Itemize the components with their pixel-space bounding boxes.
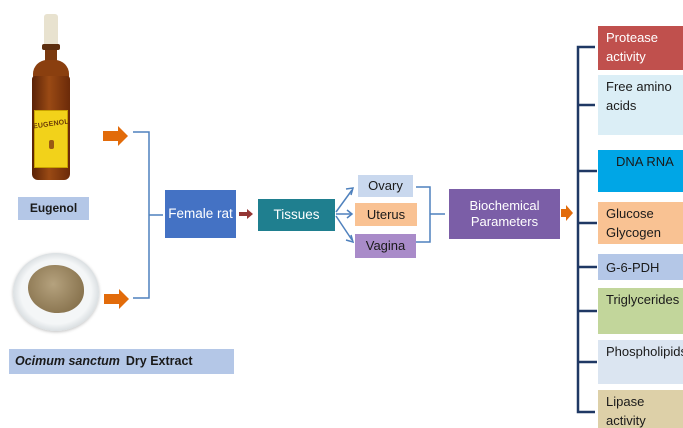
- param-triglycerides: Triglycerides: [598, 288, 683, 334]
- ocimum-label: Ocimum sanctum Dry Extract: [9, 349, 234, 374]
- ocimum-powder-image: [13, 253, 99, 331]
- param-lipase-activity: Lipase activity: [598, 390, 683, 428]
- rat-to-tissues-arrow: [239, 209, 253, 219]
- organs-bracket: [416, 186, 445, 243]
- biochem-arrow: [561, 205, 573, 221]
- param-glucose-glycogen: Glucose Glycogen: [598, 202, 683, 244]
- to-vagina-connector: [335, 215, 353, 241]
- eugenol-label: Eugenol: [18, 197, 89, 220]
- to-ovary-connector: [335, 189, 353, 213]
- vagina-box: Vagina: [355, 234, 416, 258]
- inputs-bracket: [133, 131, 163, 299]
- param-free-amino-acids: Free amino acids: [598, 75, 683, 135]
- param-phospholipids: Phospholipids: [598, 340, 683, 384]
- bottle-label-text: EUGENOL: [32, 118, 70, 131]
- param-dna-rna: DNA RNA: [598, 150, 683, 192]
- female-rat-box: Female rat: [165, 190, 236, 238]
- bottle-label: EUGENOL: [32, 110, 70, 168]
- tissues-box: Tissues: [258, 199, 335, 231]
- ocimum-arrow: [104, 289, 129, 309]
- biochemical-parameters-box: Biochemical Parameters: [449, 189, 560, 239]
- param-g6pdh: G-6-PDH: [598, 254, 683, 280]
- uterus-box: Uterus: [355, 203, 417, 226]
- ocimum-extract-text: Dry Extract: [125, 354, 193, 368]
- param-protease-activity: Protease activity: [598, 26, 683, 70]
- parameters-bracket: [576, 45, 597, 414]
- ovary-box: Ovary: [358, 175, 413, 197]
- ocimum-species-name: Ocimum sanctum: [15, 354, 120, 368]
- eugenol-arrow: [103, 126, 128, 146]
- eugenol-bottle-image: EUGENOL: [30, 14, 82, 180]
